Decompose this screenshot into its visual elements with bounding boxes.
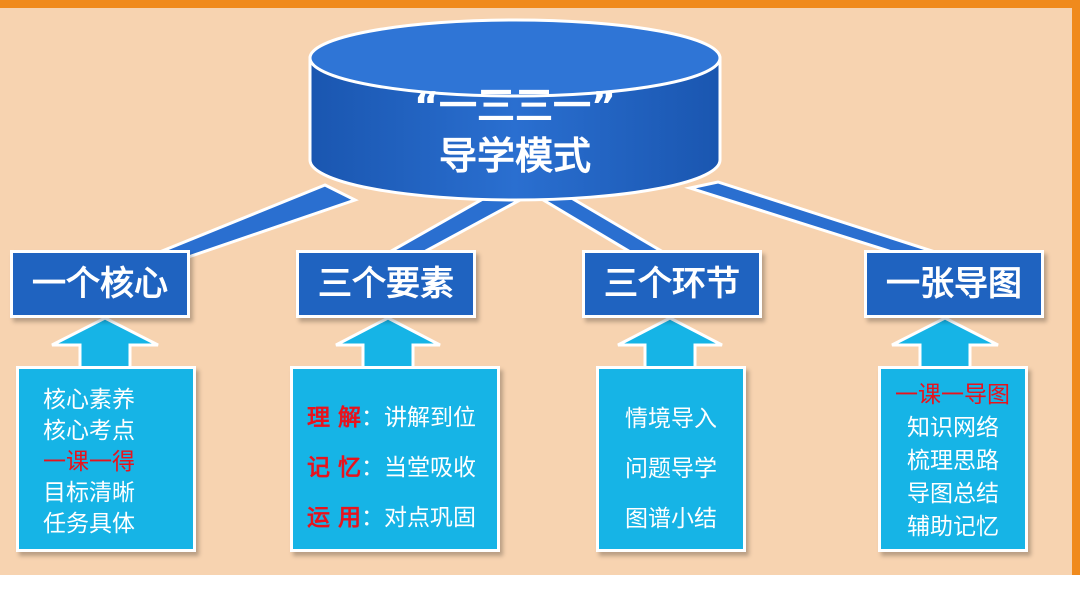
mindmap-item-5: 辅助记忆	[907, 514, 999, 540]
up-arrow-3	[617, 316, 723, 374]
element-value-3: 对点巩固	[384, 505, 477, 531]
core-item-4: 目标清晰	[43, 480, 135, 506]
element-key-1: 理 解	[307, 405, 362, 431]
heading-mindmap: 一张导图	[864, 250, 1044, 318]
core-item-1: 核心素养	[43, 387, 135, 413]
box-stages: 情境导入 问题导学 图谱小结	[596, 366, 746, 552]
heading-core: 一个核心	[10, 250, 190, 318]
stage-item-2: 问题导学	[625, 456, 717, 482]
box-mindmap: 一课一导图 知识网络 梳理思路 导图总结 辅助记忆	[878, 366, 1028, 552]
box-core: 核心素养 核心考点 一课一得 目标清晰 任务具体	[16, 366, 196, 552]
element-sep-3: ：	[361, 505, 385, 531]
up-arrow-1	[51, 316, 159, 374]
mindmap-item-2: 知识网络	[907, 415, 999, 441]
up-arrows	[51, 316, 999, 374]
title-line-2: 导学模式	[438, 134, 591, 178]
heading-stages: 三个环节	[582, 250, 762, 318]
up-arrow-4	[891, 316, 999, 374]
core-item-3: 一课一得	[43, 449, 135, 475]
element-sep-2: ：	[361, 455, 385, 481]
mindmap-item-1: 一课一导图	[895, 382, 1010, 408]
up-arrow-2	[335, 316, 441, 374]
title-cylinder	[308, 18, 722, 202]
element-key-2: 记 忆	[307, 455, 362, 481]
element-value-2: 当堂吸收	[384, 455, 477, 481]
heading-elements: 三个要素	[296, 250, 476, 318]
element-row-1: 理 解：讲解到位	[307, 393, 497, 443]
element-key-3: 运 用	[307, 505, 362, 531]
element-row-3: 运 用：对点巩固	[307, 493, 497, 543]
element-sep-1: ：	[361, 405, 385, 431]
stage-item-3: 图谱小结	[625, 506, 717, 532]
core-item-2: 核心考点	[43, 418, 135, 444]
box-elements: 理 解：讲解到位 记 忆：当堂吸收 运 用：对点巩固	[290, 366, 500, 552]
top-border	[0, 0, 1080, 8]
mindmap-item-4: 导图总结	[907, 481, 999, 507]
core-item-5: 任务具体	[43, 511, 135, 537]
stage-item-1: 情境导入	[625, 406, 717, 432]
element-value-1: 讲解到位	[384, 405, 477, 431]
mindmap-item-3: 梳理思路	[907, 448, 999, 474]
right-border	[1072, 0, 1080, 575]
element-row-2: 记 忆：当堂吸收	[307, 443, 497, 493]
title-line-1: “一三三一”	[414, 84, 616, 128]
